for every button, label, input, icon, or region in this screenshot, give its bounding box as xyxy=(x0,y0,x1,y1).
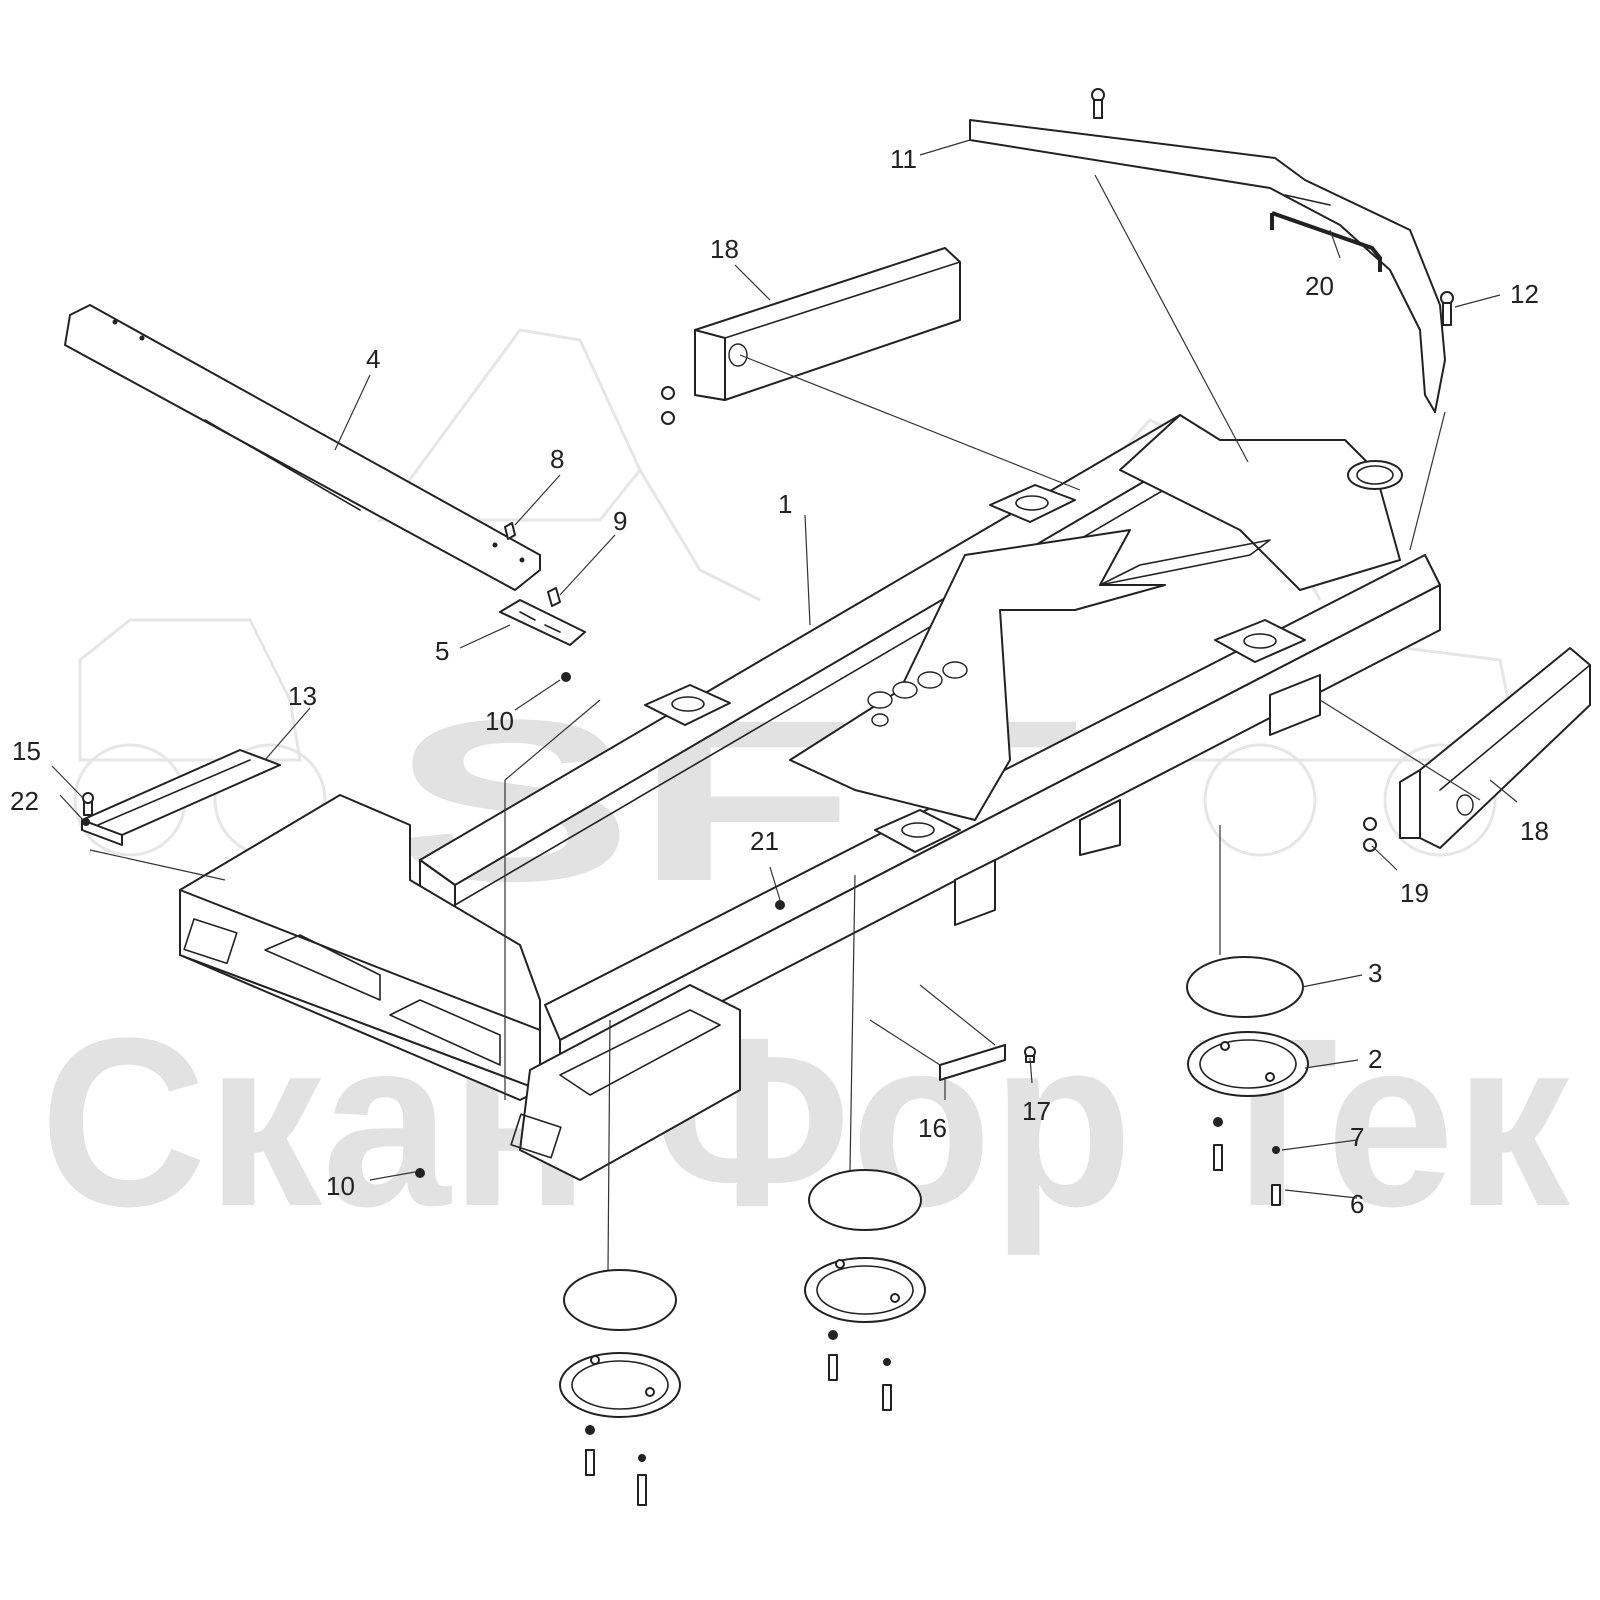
bolt-11 xyxy=(1091,88,1105,119)
callout-1: 1 xyxy=(778,489,792,519)
main-frame xyxy=(179,414,1441,1181)
callout-18-right: 18 xyxy=(1520,816,1549,846)
callout-15: 15 xyxy=(12,736,41,766)
mounting-pad xyxy=(874,809,961,853)
callout-10-lower: 10 xyxy=(326,1171,355,1201)
callout-17: 17 xyxy=(1022,1096,1051,1126)
bolt-18a xyxy=(661,386,675,425)
bracket-20 xyxy=(1270,211,1382,272)
nut-10-upper xyxy=(561,672,571,682)
callout-20: 20 xyxy=(1305,271,1334,301)
bolt-17 xyxy=(1024,1046,1036,1063)
callouts: 1 2 3 4 5 6 7 8 9 10 10 11 12 13 15 16 1… xyxy=(10,144,1549,1219)
guard-channel-right xyxy=(1399,647,1591,849)
small-plate xyxy=(939,1044,1006,1081)
callout-5: 5 xyxy=(435,636,449,666)
callout-10-upper: 10 xyxy=(485,706,514,736)
callout-11: 11 xyxy=(890,144,917,174)
callout-19: 19 xyxy=(1400,878,1429,908)
callout-2: 2 xyxy=(1368,1044,1382,1074)
mounting-pad xyxy=(989,484,1076,523)
bolt-9 xyxy=(547,587,561,607)
bolt-8 xyxy=(504,522,516,540)
callout-7: 7 xyxy=(1350,1122,1364,1152)
callout-16: 16 xyxy=(918,1113,947,1143)
nut-21 xyxy=(775,900,785,910)
bolts-19 xyxy=(1363,817,1377,852)
small-cover-panel xyxy=(81,749,281,846)
bolt-15 xyxy=(82,792,94,816)
watermark-brand: Скан Фор Тек xyxy=(40,988,1571,1256)
bolt-12 xyxy=(1440,291,1454,326)
top-cover-panel xyxy=(64,304,541,591)
hinge-plate xyxy=(499,599,586,646)
callout-6: 6 xyxy=(1350,1189,1364,1219)
callout-12: 12 xyxy=(1510,279,1539,309)
nut-10-lower xyxy=(415,1168,425,1178)
guard-channel-upper xyxy=(694,247,961,401)
mounting-pad xyxy=(644,684,731,726)
callout-8: 8 xyxy=(550,444,564,474)
callout-18-upper: 18 xyxy=(710,234,739,264)
side-guard xyxy=(969,119,1446,413)
cover-plate-assembly-center xyxy=(804,1169,926,1411)
callout-4: 4 xyxy=(366,344,380,374)
cover-plate-assembly-left xyxy=(559,1269,681,1506)
callout-21: 21 xyxy=(750,826,779,856)
washer-22 xyxy=(82,818,90,826)
callout-13: 13 xyxy=(288,681,317,711)
leader-lines xyxy=(51,139,1518,1271)
mounting-pad xyxy=(1214,619,1306,663)
callout-22: 22 xyxy=(10,786,39,816)
callout-3: 3 xyxy=(1368,958,1382,988)
callout-9: 9 xyxy=(613,506,627,536)
cover-plate-assembly-right xyxy=(1186,956,1309,1206)
